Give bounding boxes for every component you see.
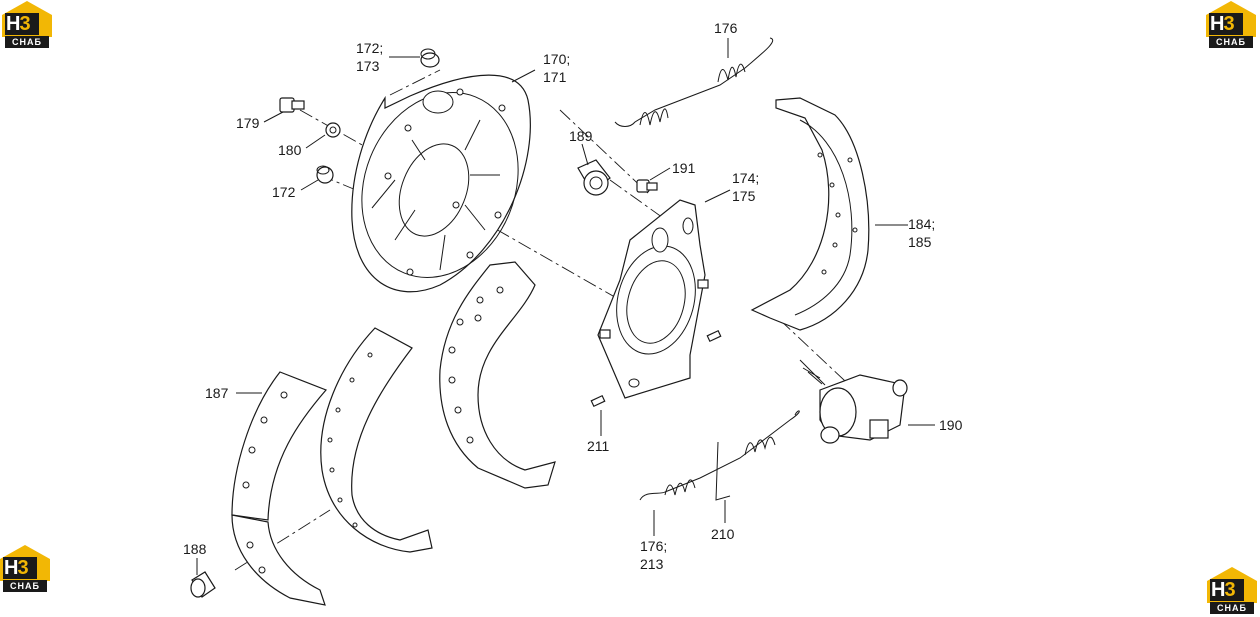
- bolt-191-part: [636, 179, 658, 193]
- logo-subtitle: CHAБ: [1210, 602, 1254, 614]
- callout-180: 180: [278, 142, 302, 158]
- callout-210: 210: [711, 526, 735, 542]
- spring-176-top-part: [614, 37, 773, 127]
- logo-house-icon: [1207, 567, 1257, 603]
- callout-174-175-line1: 174;: [732, 170, 759, 186]
- callout-labels: 172; 173 170; 171 176 179 180 172 189 19…: [183, 20, 963, 572]
- pin-211-part: [590, 329, 722, 408]
- callout-211: 211: [587, 438, 610, 454]
- backing-plate-part: [351, 74, 531, 293]
- bolt-179-part: [279, 97, 305, 113]
- callout-179: 179: [236, 115, 260, 131]
- brand-logo-top-right: H3 CHAБ: [1206, 1, 1256, 49]
- brake-lining-187-part: [231, 371, 328, 606]
- logo-mark: H3: [4, 557, 29, 579]
- bushing-172-part: [316, 165, 334, 184]
- callout-176-213-line2: 213: [640, 556, 664, 572]
- logo-mark: H3: [1210, 13, 1235, 35]
- spring-176-213-part: [639, 410, 800, 501]
- anchor-plate-part: [597, 199, 709, 399]
- brake-shoe-left-part: [320, 327, 433, 553]
- callout-176-213-line1: 176;: [640, 538, 667, 554]
- callout-184-185-line1: 184;: [908, 216, 935, 232]
- callout-190: 190: [939, 417, 963, 433]
- logo-mark: H3: [6, 13, 31, 35]
- brake-shoe-184-185-part: [750, 97, 870, 331]
- brake-shoe-middle-part: [439, 261, 556, 489]
- callout-172-173-line1: 172;: [356, 40, 383, 56]
- callout-187: 187: [205, 385, 229, 401]
- logo-subtitle: CHAБ: [5, 36, 49, 48]
- callout-176-top: 176: [714, 20, 738, 36]
- logo-house-icon: [0, 545, 50, 581]
- callout-189: 189: [569, 128, 593, 144]
- bushing-172-173-part: [420, 48, 440, 68]
- callout-191: 191: [672, 160, 696, 176]
- logo-house-icon: [1206, 1, 1256, 37]
- logo-mark: H3: [1211, 579, 1236, 601]
- bearing-189-part: [577, 159, 611, 196]
- callout-170-171-line2: 171: [543, 69, 567, 85]
- leader-lines: [196, 38, 935, 575]
- brand-logo-top-left: H3 CHAБ: [2, 1, 52, 49]
- brand-logo-bottom-left: H3 CHAБ: [0, 545, 50, 593]
- nut-180-part: [325, 122, 341, 138]
- wheel-cylinder-190-part: [799, 359, 908, 444]
- logo-house-icon: [2, 1, 52, 37]
- callout-172: 172: [272, 184, 296, 200]
- bushing-188-part: [190, 571, 216, 598]
- logo-subtitle: CHAБ: [1209, 36, 1253, 48]
- callout-184-185-line2: 185: [908, 234, 932, 250]
- callout-188: 188: [183, 541, 207, 557]
- callout-172-173-line2: 173: [356, 58, 380, 74]
- brand-logo-bottom-right: H3 CHAБ: [1207, 567, 1257, 615]
- logo-subtitle: CHAБ: [3, 580, 47, 592]
- callout-174-175-line2: 175: [732, 188, 756, 204]
- callout-170-171-line1: 170;: [543, 51, 570, 67]
